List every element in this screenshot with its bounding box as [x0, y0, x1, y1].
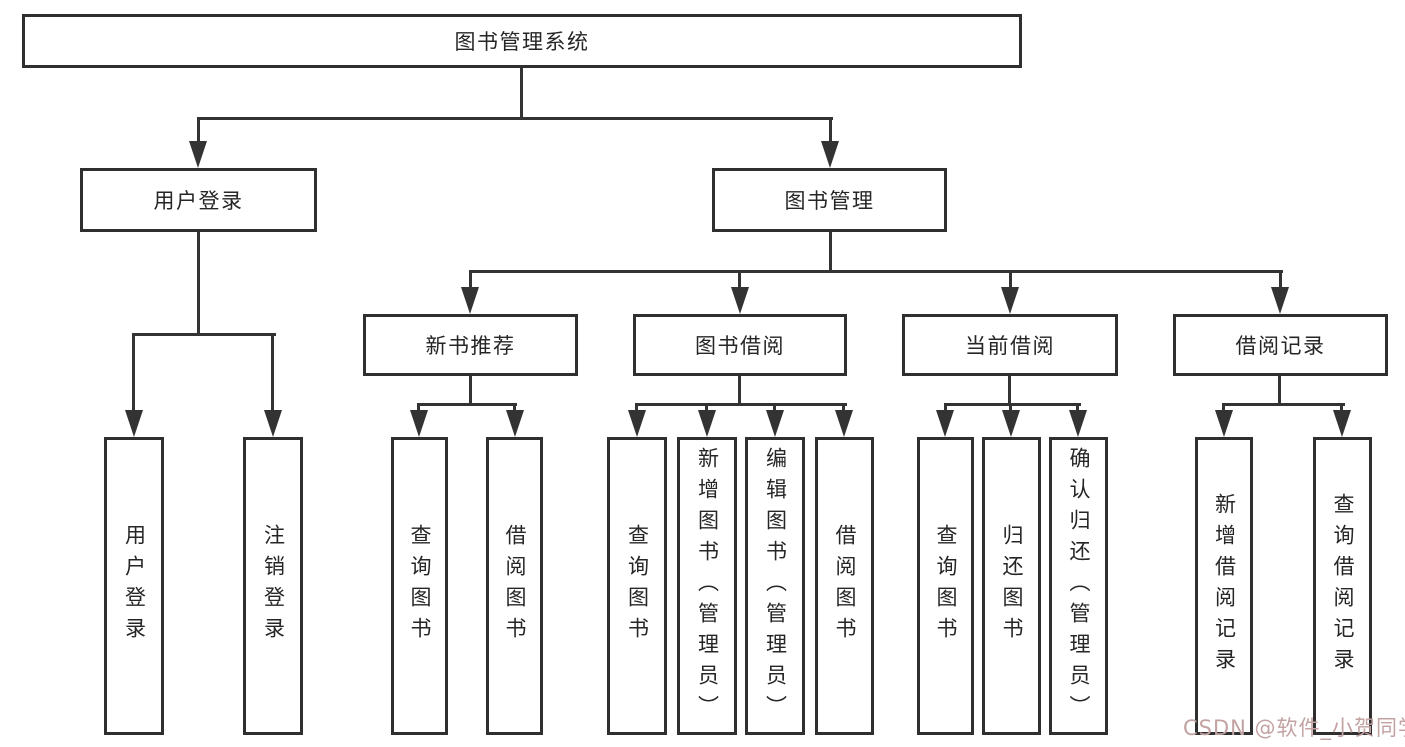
arrow-down-icon [628, 410, 646, 437]
leaf-borrow-borrow-books: 借阅图书 [815, 437, 874, 735]
node-new-book-recommend: 新书推荐 [363, 314, 578, 376]
arrow-down-icon [698, 410, 716, 437]
node-current-borrow: 当前借阅 [902, 314, 1118, 376]
node-label: 借阅记录 [1235, 334, 1326, 358]
arrow-down-icon [936, 410, 954, 437]
node-book-borrow: 图书借阅 [633, 314, 847, 376]
connector-line [1278, 376, 1281, 406]
connector-line [417, 403, 420, 413]
arrow-down-icon [1069, 410, 1087, 437]
connector-line [520, 68, 523, 120]
leaf-current-return-books: 归还图书 [982, 437, 1041, 735]
connector-line [1222, 403, 1345, 406]
connector-line [197, 232, 200, 336]
connector-line [1008, 376, 1011, 406]
node-label: 借阅图书 [833, 524, 857, 648]
node-label: 图书管理 [784, 189, 875, 213]
connector-line [944, 403, 947, 413]
arrow-down-icon [1215, 410, 1233, 437]
node-label: 注销登录 [261, 524, 286, 648]
node-label: 归还图书 [1000, 524, 1024, 648]
connector-line [513, 403, 516, 413]
connector-line [1279, 270, 1282, 290]
node-label: 新书推荐 [425, 334, 516, 358]
connector-line [738, 376, 741, 406]
node-book-management: 图书管理 [712, 168, 947, 232]
connector-line [417, 403, 517, 406]
connector-line [705, 403, 708, 413]
node-label: 新增图书（管理员） [695, 446, 720, 726]
connector-line [197, 117, 200, 144]
arrow-down-icon [766, 410, 784, 437]
connector-line [132, 333, 276, 336]
leaf-records-add-record: 新增借阅记录 [1195, 437, 1253, 735]
connector-line [944, 403, 1081, 406]
arrow-down-icon [461, 287, 479, 314]
arrow-down-icon [189, 141, 207, 168]
connector-line [773, 403, 776, 413]
connector-line [1222, 403, 1225, 413]
node-label: 用户登录 [153, 189, 244, 213]
node-user-login: 用户登录 [80, 168, 317, 232]
connector-line [1340, 403, 1343, 413]
connector-line [738, 270, 741, 290]
node-label: 查询图书 [408, 524, 432, 648]
node-label: 借阅图书 [503, 524, 527, 648]
connector-line [829, 117, 832, 144]
node-label: 当前借阅 [965, 334, 1055, 358]
arrow-down-icon [264, 410, 282, 437]
connector-line [271, 333, 274, 413]
connector-line [1009, 270, 1012, 290]
arrow-down-icon [1002, 410, 1020, 437]
arrow-down-icon [1001, 287, 1019, 314]
leaf-current-query-books: 查询图书 [917, 437, 974, 735]
connector-line [842, 403, 845, 413]
leaf-user-login: 用户登录 [104, 437, 164, 735]
leaf-newbook-borrow-books: 借阅图书 [486, 437, 543, 735]
arrow-down-icon [821, 141, 839, 168]
arrow-down-icon [506, 410, 524, 437]
node-label: 查询图书 [625, 524, 650, 648]
csdn-watermark: CSDN @软件_小贺同学 [1183, 716, 1405, 740]
node-label: 查询图书 [934, 524, 958, 648]
connector-line [132, 333, 135, 413]
leaf-logout: 注销登录 [243, 437, 303, 735]
leaf-borrow-add-books-admin: 新增图书（管理员） [677, 437, 737, 735]
connector-line [469, 270, 1283, 273]
connector-line [469, 270, 472, 290]
connector-line [197, 117, 833, 120]
connector-line [635, 403, 638, 413]
leaf-newbook-query-books: 查询图书 [391, 437, 448, 735]
leaf-records-query-record: 查询借阅记录 [1313, 437, 1372, 735]
arrow-down-icon [125, 410, 143, 437]
arrow-down-icon [410, 410, 428, 437]
leaf-borrow-query-books: 查询图书 [607, 437, 667, 735]
node-label: 确认归还（管理员） [1067, 446, 1091, 726]
connector-line [1076, 403, 1079, 413]
connector-line [635, 403, 847, 406]
arrow-down-icon [835, 410, 853, 437]
connector-line [1009, 403, 1012, 413]
arrow-down-icon [1271, 287, 1289, 314]
node-library-system: 图书管理系统 [22, 14, 1022, 68]
node-borrow-records: 借阅记录 [1173, 314, 1388, 376]
leaf-borrow-edit-books-admin: 编辑图书（管理员） [745, 437, 805, 735]
connector-line [469, 376, 472, 406]
node-label: 图书借阅 [695, 334, 785, 358]
node-label: 图书管理系统 [454, 30, 590, 54]
arrow-down-icon [731, 287, 749, 314]
node-label: 用户登录 [122, 524, 147, 648]
node-label: 编辑图书（管理员） [763, 446, 788, 726]
arrow-down-icon [1333, 410, 1351, 437]
leaf-current-confirm-return-admin: 确认归还（管理员） [1049, 437, 1108, 735]
node-label: 查询借阅记录 [1331, 493, 1355, 679]
node-label: 新增借阅记录 [1212, 493, 1237, 679]
connector-line [829, 232, 832, 273]
